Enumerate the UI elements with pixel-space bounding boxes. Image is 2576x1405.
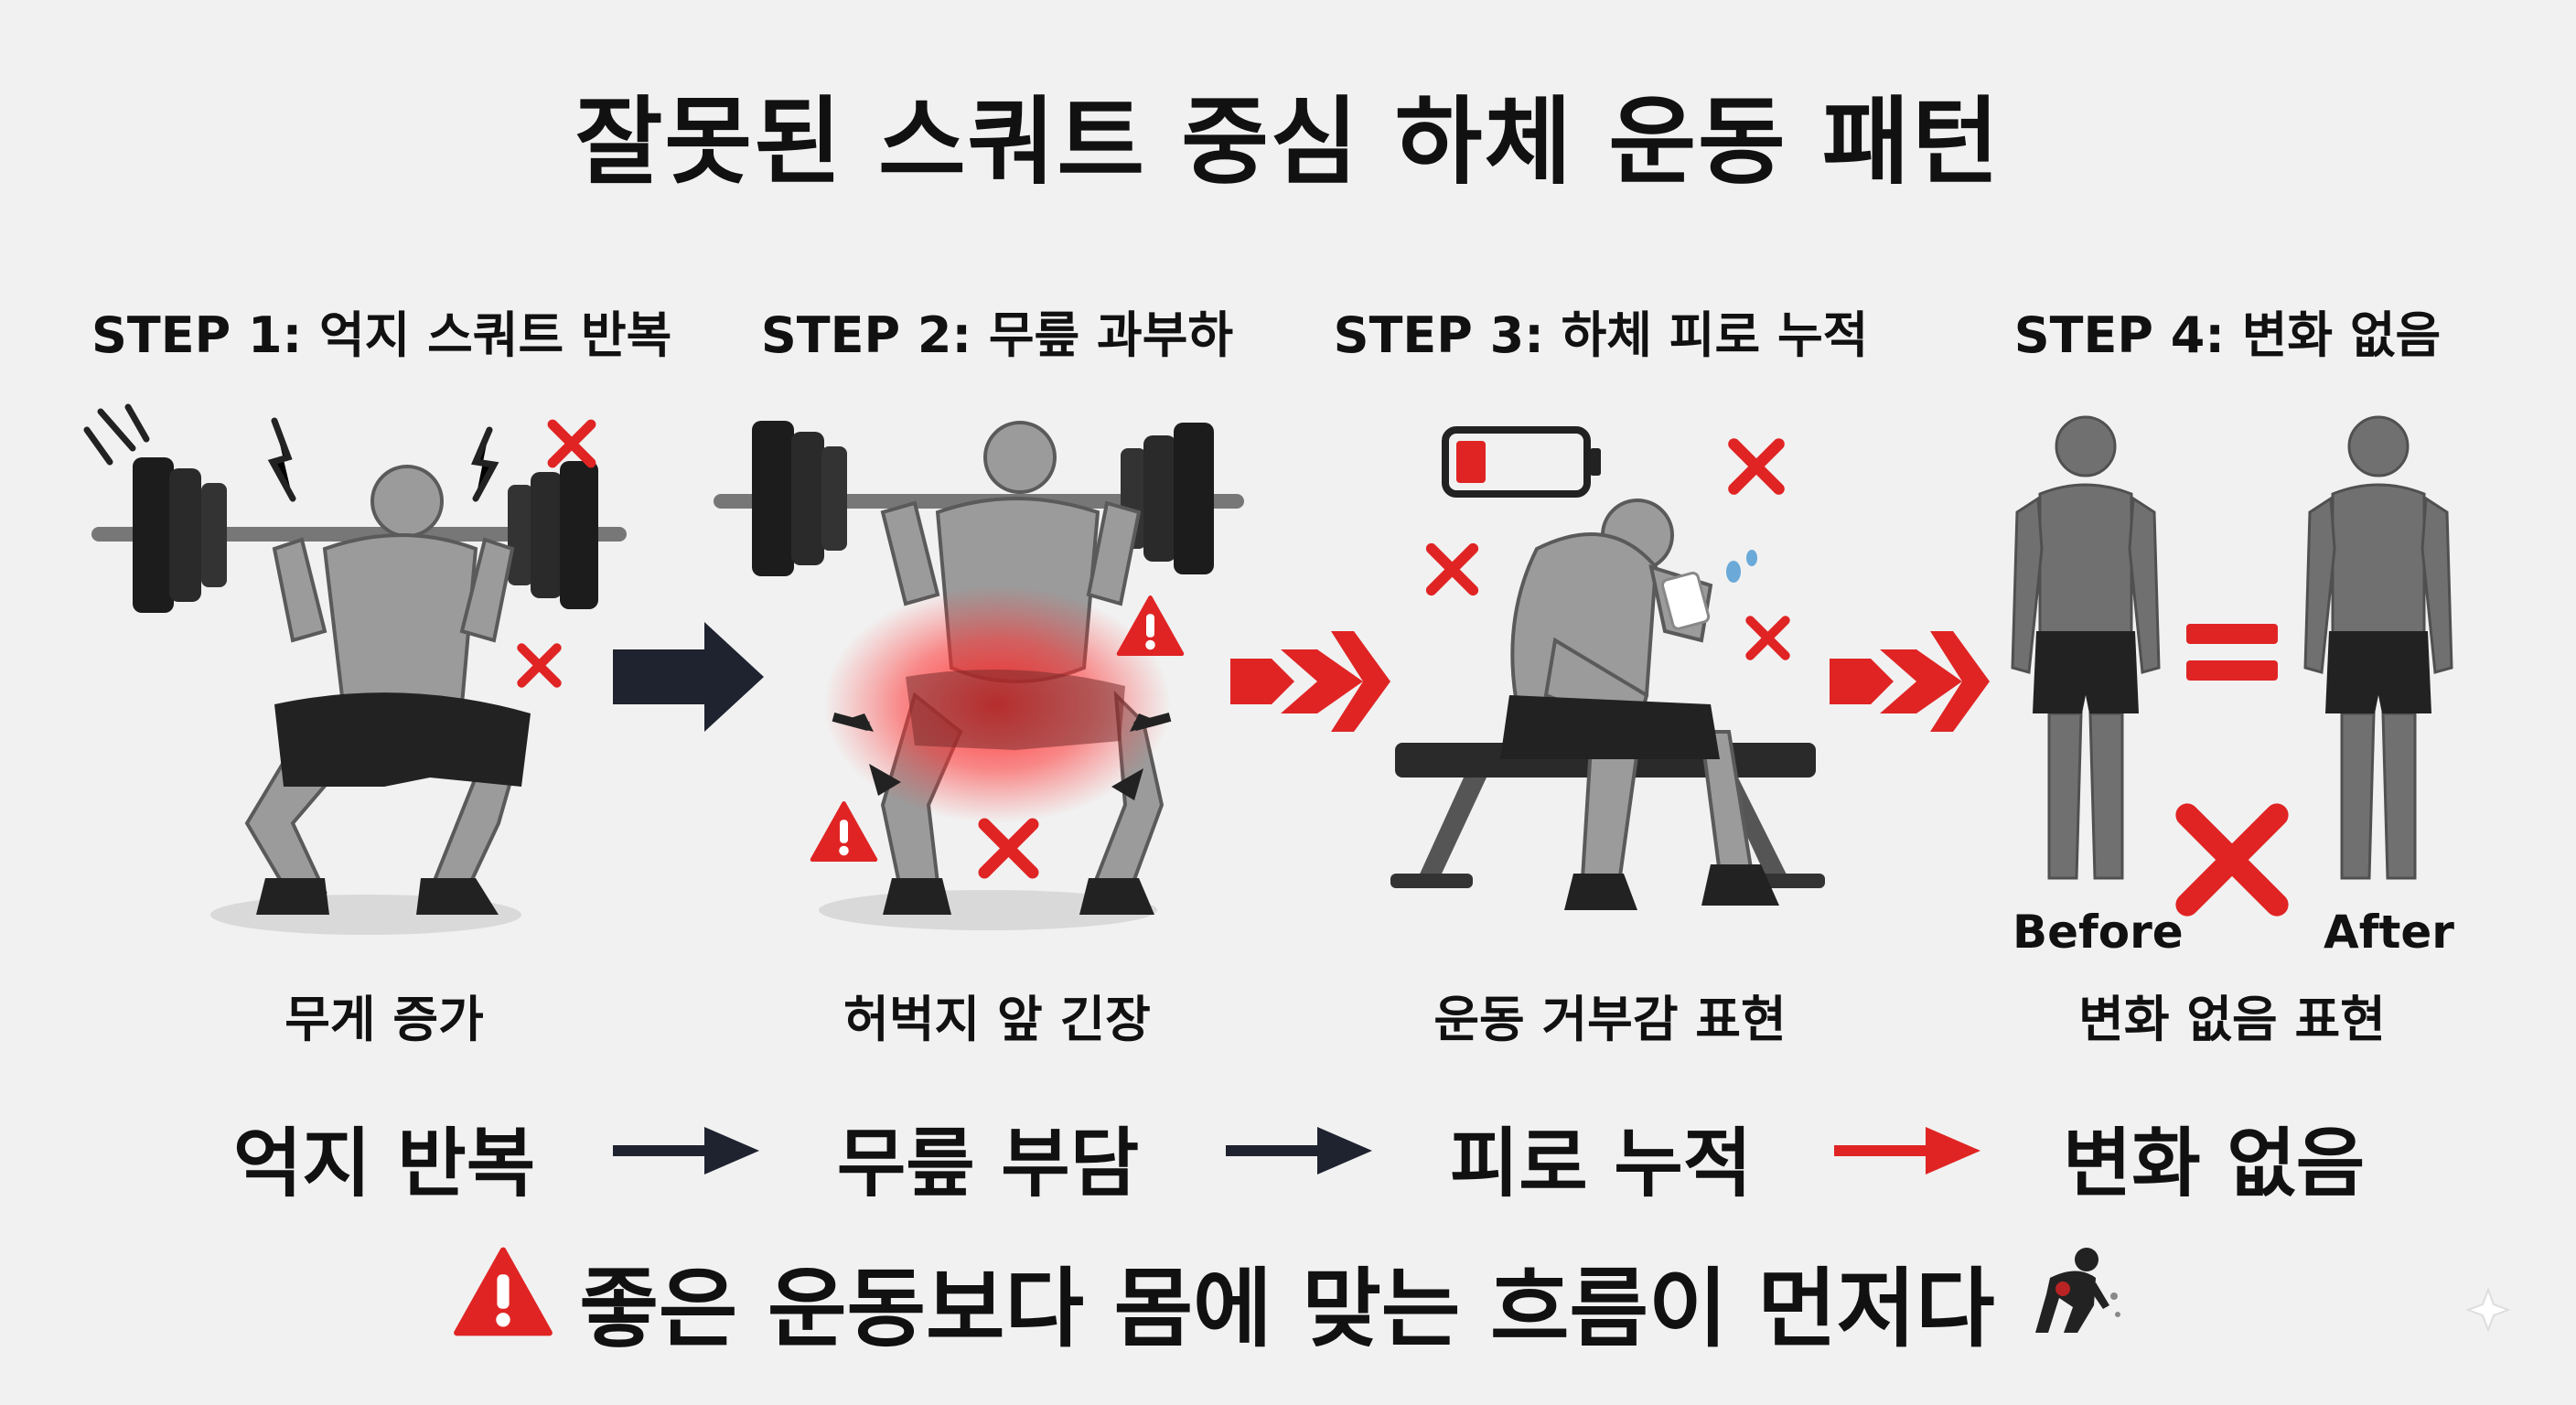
low-battery-icon [1442, 426, 1601, 498]
step-2-title: STEP 2: 무릎 과부하 [760, 306, 1234, 364]
back-pain-figure-icon [2023, 1241, 2123, 1363]
cross-mark-icon [553, 424, 591, 463]
step-1-caption: 무게 증가 [284, 991, 484, 1048]
bottom-message-text: 좋은 운동보다 몸에 맞는 흐름이 먼저다 [579, 1260, 1995, 1359]
after-figure [2303, 415, 2453, 880]
flow-arrow-1 [613, 1127, 759, 1174]
after-label: After [2324, 906, 2454, 959]
equals-icon [2186, 624, 2278, 681]
flow-item-4: 변화 없음 [2062, 1121, 2366, 1207]
step-2-caption: 허벅지 앞 긴장 [843, 991, 1151, 1048]
before-figure [2011, 415, 2161, 880]
flow-arrow-2 [1226, 1127, 1372, 1174]
step-4-title: STEP 4: 변화 없음 [2013, 306, 2442, 364]
cross-mark-icon [1750, 620, 1786, 656]
flow-item-1: 억지 반복 [232, 1121, 536, 1207]
step-1-illustration [83, 403, 627, 935]
step-1-title: STEP 1: 억지 스쿼트 반복 [91, 306, 672, 364]
flow-item-3: 피로 누적 [1449, 1121, 1753, 1207]
sparkle-icon [2465, 1287, 2511, 1333]
warning-icon [1119, 597, 1182, 654]
step-3-title: STEP 3: 하체 피로 누적 [1333, 306, 1869, 364]
step-3-illustration [1390, 426, 1825, 910]
cross-mark-icon [1432, 549, 1474, 591]
step-2-illustration [714, 421, 1244, 930]
cross-mark-icon [2187, 815, 2277, 905]
arrow-right-icon [613, 622, 764, 732]
bottom-message: 좋은 운동보다 몸에 맞는 흐름이 먼저다 [0, 1239, 2576, 1364]
warning-icon [453, 1246, 553, 1358]
double-arrow-icon [1830, 631, 1990, 732]
flow-arrow-3 [1834, 1127, 1980, 1174]
warning-icon [812, 803, 875, 860]
before-label: Before [2012, 906, 2184, 959]
step-4-caption: 변화 없음 표현 [2078, 991, 2386, 1048]
step-3-caption: 운동 거부감 표현 [1433, 991, 1787, 1048]
page-title: 잘못된 스쿼트 중심 하체 운동 패턴 [574, 86, 2002, 198]
cross-mark-icon [521, 648, 557, 683]
cross-mark-icon [984, 824, 1033, 873]
double-arrow-icon [1230, 631, 1390, 732]
cross-mark-icon [1734, 445, 1779, 489]
flow-item-2: 무릎 부담 [836, 1121, 1140, 1207]
step-4-illustration [2011, 415, 2453, 905]
barbell-icon [91, 457, 627, 613]
